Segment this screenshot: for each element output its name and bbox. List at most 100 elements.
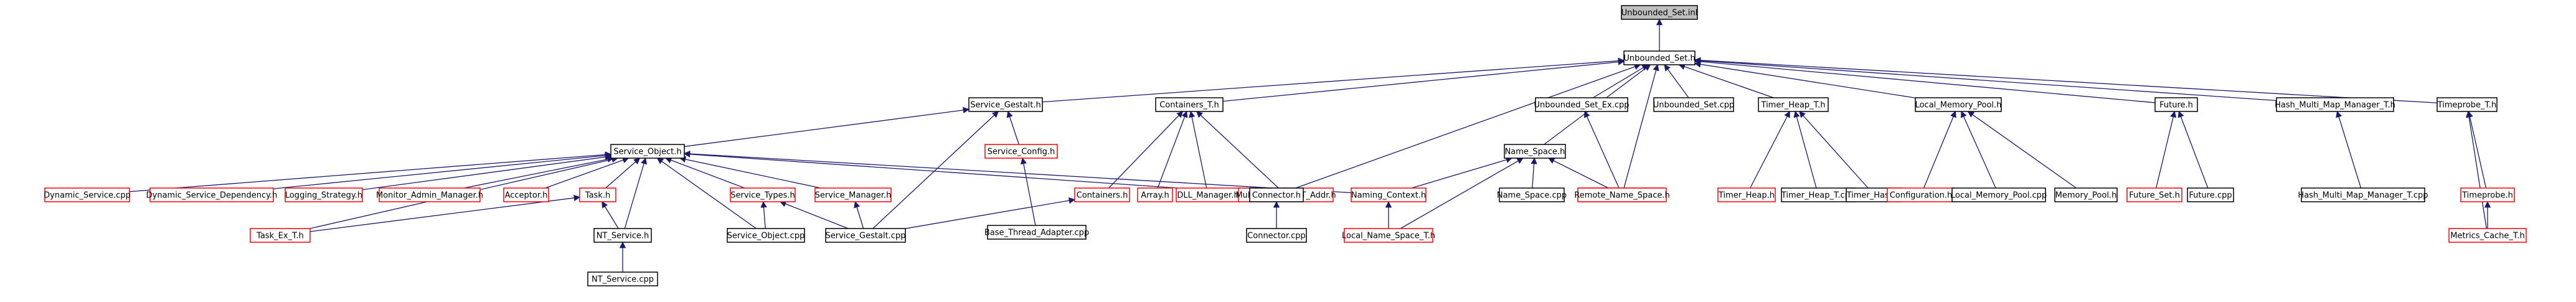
node-box (730, 187, 796, 202)
node-box (149, 187, 274, 202)
node-sc_h[interactable]: Service_Config.h (984, 144, 1058, 159)
edge-sm_h-to-sg_cpp (854, 201, 864, 229)
node-tex_h[interactable]: Task_Ex_T.h (250, 228, 311, 243)
node-us_cpp[interactable]: Unbounded_Set.cpp (1653, 97, 1735, 112)
edge-ct_h-to-mia_h (1196, 111, 1279, 189)
node-ns_h[interactable]: Name_Space.h (1504, 144, 1566, 159)
node-th_h[interactable]: Timer_Heap_T.h (1758, 97, 1829, 112)
edge-st_h-to-sg_cpp (779, 201, 849, 229)
node-sm_h[interactable]: Service_Manager.h (814, 187, 892, 202)
node-box (2437, 97, 2498, 112)
node-hmm_h[interactable]: Hash_Multi_Map_Manager_T.h (2275, 97, 2395, 112)
node-box (503, 187, 549, 202)
node-conf_h[interactable]: Configuration.h (1887, 187, 1955, 202)
node-tprobe_h[interactable]: Timeprobe.h (2460, 187, 2515, 202)
node-label: Future.cpp (2189, 191, 2232, 201)
node-tp_h[interactable]: Timeprobe_T.h (2437, 97, 2498, 112)
node-label: Array.h (1141, 191, 1169, 201)
node-label: Connector.h (1252, 191, 1301, 201)
node-lns_h[interactable]: Local_Name_Space_T.h (1342, 228, 1435, 243)
node-label: Name_Space.h (1505, 148, 1565, 157)
node-label: Task_Ex_T.h (256, 232, 304, 241)
node-label: Name_Space.cpp (1497, 191, 1567, 201)
node-fs_h[interactable]: Future_Set.h (2126, 187, 2182, 202)
edge-sg_h-to-sc_h (1006, 111, 1019, 145)
node-rns_h[interactable]: Remote_Name_Space.h (1574, 187, 1670, 202)
node-label: Service_Config.h (988, 148, 1055, 157)
node-box (1535, 97, 1628, 112)
node-lmp_h[interactable]: Local_Memory_Pool.h (1915, 97, 2002, 112)
node-sg_cpp[interactable]: Service_Gestalt.cpp (825, 228, 906, 243)
node-mam_h[interactable]: Monitor_Admin_Manager.h (376, 187, 483, 202)
node-log_h[interactable]: Logging_Strategy.h (285, 187, 363, 202)
edge-st_h-to-so_cpp (760, 201, 767, 229)
node-so_h[interactable]: Service_Object.h (610, 144, 685, 159)
edge-sg_h-to-so_h (684, 106, 970, 147)
node-box (1344, 228, 1433, 243)
node-label: Future.h (2159, 101, 2193, 110)
node-box (1155, 97, 1224, 112)
node-so_cpp[interactable]: Service_Object.cpp (727, 228, 805, 243)
node-nts_h[interactable]: NT_Service.h (593, 228, 652, 243)
node-mp_h[interactable]: Memory_Pool.h (2054, 187, 2118, 202)
edge-us_h-to-usex_cpp (1592, 64, 1649, 98)
node-dll_h[interactable]: DLL_Manager.h (1176, 187, 1240, 202)
node-cont_h[interactable]: Containers.h (1074, 187, 1130, 202)
edge-so_h-to-st_h (665, 157, 745, 189)
node-arr_h[interactable]: Array.h (1137, 187, 1173, 202)
node-label: Timer_Heap_T.h (1761, 101, 1826, 110)
node-label: Dynamic_Service_Dependency.h (146, 191, 278, 201)
edge-us_h-to-sg_h (1042, 57, 1625, 103)
node-nc_h[interactable]: Naming_Context.h (1351, 187, 1427, 202)
node-fut_cpp[interactable]: Future.cpp (2187, 187, 2234, 202)
edge-so_h-to-nts_h (624, 158, 648, 229)
node-box (250, 228, 311, 243)
node-box (984, 144, 1058, 159)
node-root[interactable]: Unbounded_Set.inl (1621, 5, 1698, 20)
node-dyn_cpp[interactable]: Dynamic_Service.cpp (44, 187, 131, 202)
node-box (379, 187, 481, 202)
node-hmm_cpp[interactable]: Hash_Multi_Map_Manager_T.cpp (2298, 187, 2428, 202)
node-ct_h[interactable]: Containers_T.h (1155, 97, 1224, 112)
node-bta_h[interactable]: Base_Thread_Adapter.cpp (984, 225, 1089, 240)
edge-ct_h-to-dll_h (1189, 110, 1207, 189)
node-ns_cpp[interactable]: Name_Space.cpp (1497, 187, 1567, 202)
node-label: DLL_Manager.h (1177, 191, 1238, 201)
node-lmp_cpp[interactable]: Local_Memory_Pool.cpp (1951, 187, 2047, 202)
node-task_h[interactable]: Task.h (579, 187, 616, 202)
node-theap_h[interactable]: Timer_Heap.h (1717, 187, 1776, 202)
node-label: Hash_Multi_Map_Manager_T.h (2275, 101, 2395, 110)
node-label: Logging_Strategy.h (285, 191, 362, 201)
node-acc_h[interactable]: Acceptor.h (503, 187, 549, 202)
edge-sc_h-to-bta_h (1020, 157, 1036, 226)
node-us_h[interactable]: Unbounded_Set.h (1623, 50, 1696, 65)
edge-fut_h-to-fut_cpp (2177, 111, 2209, 189)
node-conn_h[interactable]: Connector.h (1249, 187, 1304, 202)
edge-usex_cpp-to-usex_h (1584, 111, 1620, 189)
node-mct_h[interactable]: Metrics_Cache_T.h (2448, 228, 2527, 243)
node-label: Containers_T.h (1159, 101, 1219, 110)
node-fut_h[interactable]: Future.h (2154, 97, 2198, 112)
node-box (1249, 187, 1304, 202)
edge-ns_h-to-nc_h (1411, 156, 1513, 189)
node-conn_cpp[interactable]: Connector.cpp (1246, 228, 1307, 243)
node-label: Unbounded_Set.cpp (1653, 101, 1735, 110)
edge-sg_h-to-sg_cpp (872, 111, 999, 229)
node-box (1499, 187, 1565, 202)
node-label: Memory_Pool.h (2055, 191, 2117, 201)
node-label: Future_Set.h (2129, 191, 2180, 201)
node-label: Local_Name_Space_T.h (1342, 232, 1435, 241)
node-sg_h[interactable]: Service_Gestalt.h (968, 97, 1043, 112)
node-usex_cpp[interactable]: Unbounded_Set_Ex.cpp (1534, 97, 1630, 112)
node-st_h[interactable]: Service_Types.h (730, 187, 796, 202)
node-nts_cpp[interactable]: NT_Service.cpp (587, 271, 658, 286)
edge-so_h-to-log_h (362, 154, 612, 191)
node-box (593, 228, 652, 243)
node-thtcpp[interactable]: Timer_Heap_T.cpp (1781, 187, 1856, 202)
node-box (825, 228, 906, 243)
node-label: Hash_Multi_Map_Manager_T.cpp (2298, 191, 2428, 201)
node-dsd_h[interactable]: Dynamic_Service_Dependency.h (146, 187, 278, 202)
edge-so_h-to-conn_h (683, 151, 1250, 194)
node-box (1717, 187, 1776, 202)
